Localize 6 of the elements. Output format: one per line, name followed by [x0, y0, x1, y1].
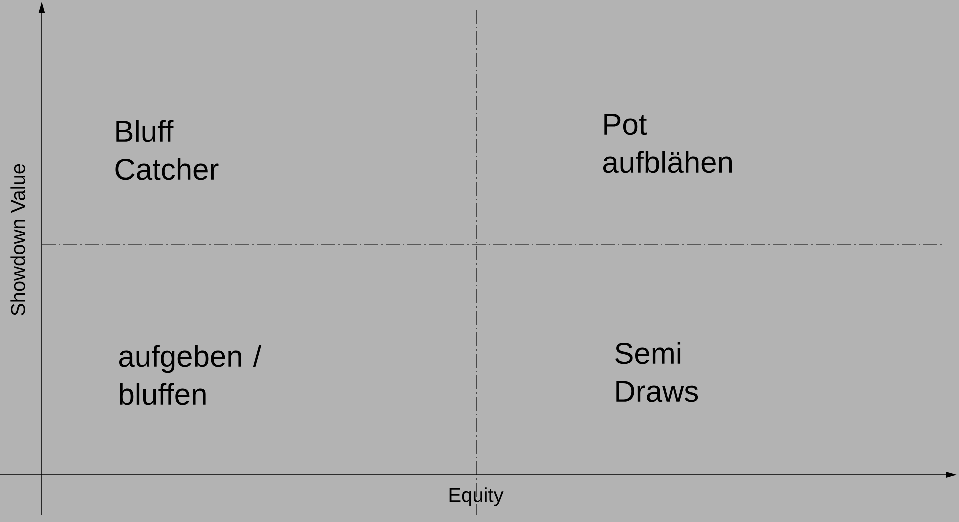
axis-label: Showdown Value [10, 164, 26, 316]
axis-label: Equity [450, 488, 504, 506]
quadrant-label: Bluff Catcher [116, 120, 219, 180]
quadrant-label: Pot aufblähen [603, 114, 732, 174]
quadrant-label: Semi Draws [616, 342, 698, 402]
quadrant-label: aufgeben / bluffen [119, 345, 262, 406]
